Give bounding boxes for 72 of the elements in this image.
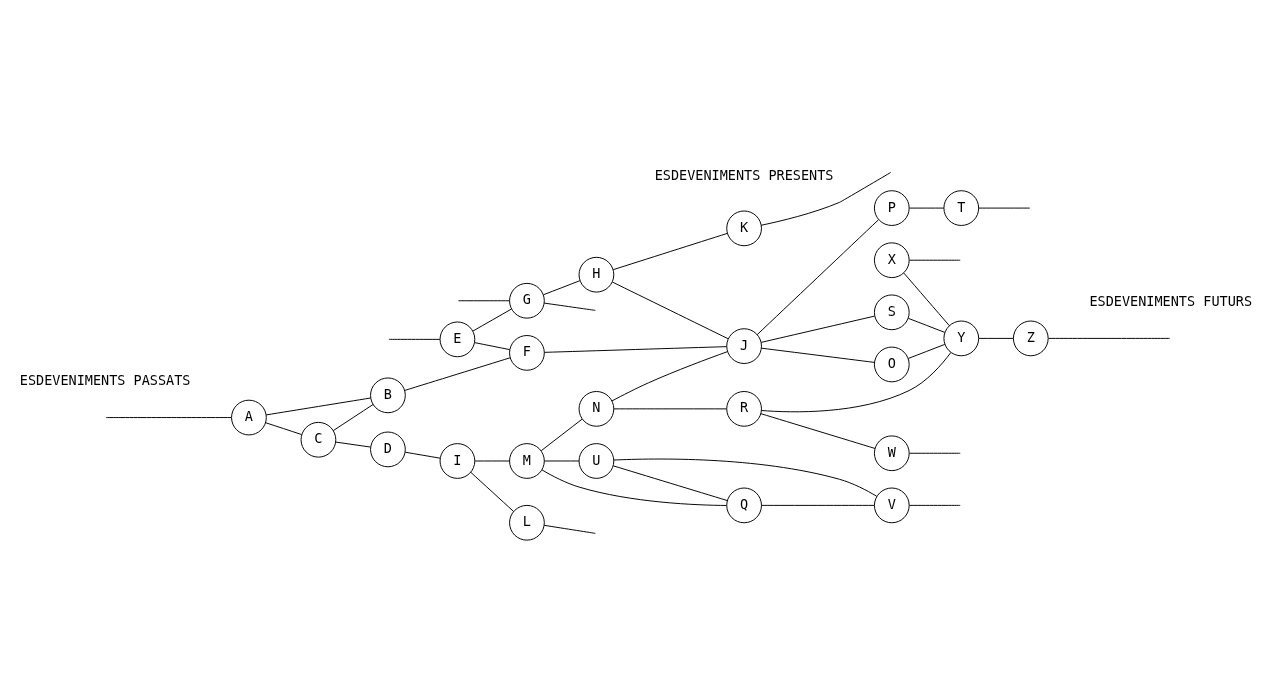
connector [474,341,511,350]
node-circle: L [509,504,545,541]
connector [544,460,580,461]
node-circle: V [873,487,910,523]
node-circle: T [943,189,980,226]
connector [472,308,512,331]
connector [760,171,892,226]
connector [760,351,952,412]
connector [1047,337,1171,339]
connector [611,281,729,339]
node-circle: J [726,327,762,364]
node-circle: U [578,442,615,479]
node-circle: I [439,442,476,479]
node-circle: P [873,189,910,226]
node-circle: Z [1012,320,1049,356]
label: ESDEVENIMENTS PRESENTS [654,166,834,183]
connector [543,302,596,311]
connector [613,458,878,497]
node-circle: S [873,293,910,330]
node-circle: F [509,334,545,371]
node-circle: W [873,434,910,471]
node-circle: G [509,282,545,319]
connector [335,441,371,447]
connector [541,469,727,506]
connector [908,259,961,261]
connector [105,416,232,418]
node-circle: C [300,421,337,458]
connector [612,464,728,501]
connector [474,460,510,461]
connector [404,451,441,459]
connector [907,317,946,333]
node-circle: M [509,442,545,479]
connector [470,471,515,512]
node-circle: E [439,321,476,357]
connector [265,421,302,435]
connector [457,299,510,301]
connector [978,207,1031,209]
node-circle: X [873,241,910,278]
node-circle: A [231,399,267,435]
node-circle: Y [943,320,980,356]
connector [908,452,961,454]
connector [761,347,875,363]
node-circle: Q [726,487,762,523]
connector [540,418,583,451]
connector [978,337,1014,339]
node-circle: N [578,390,615,427]
label: ESDEVENIMENTS PASSATS [19,371,191,388]
connector [265,397,372,415]
connector [543,524,596,534]
connector [761,504,875,506]
connector [543,345,728,353]
connector [760,315,876,343]
connector [908,207,945,209]
connector [756,218,879,335]
node-circle: H [578,256,615,293]
connector [760,412,876,449]
node-circle: B [370,377,406,413]
label: ESDEVENIMENTS FUTURS [1089,292,1253,309]
connector [903,272,950,326]
connector [332,403,374,431]
node-circle: O [873,346,910,382]
connector [907,343,946,359]
connector [611,350,729,401]
connector [612,232,728,270]
connector [543,279,581,295]
connector [908,504,961,506]
node-circle: R [726,390,762,427]
connector [404,356,511,391]
connector [613,407,728,409]
connector [388,338,441,340]
node-circle: K [726,210,762,246]
node-circle: D [370,431,406,467]
